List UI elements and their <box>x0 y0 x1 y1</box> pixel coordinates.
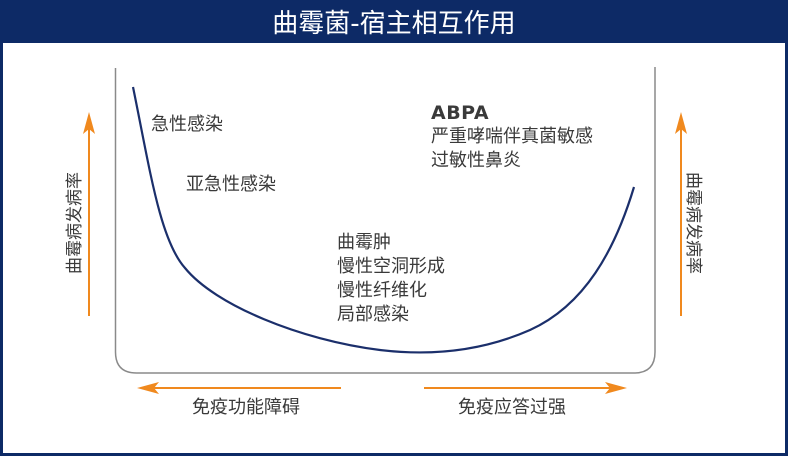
right-up-arrow-icon <box>675 112 687 316</box>
chronic-conditions-list: 曲霉肿 慢性空洞形成 慢性纤维化 局部感染 <box>337 231 445 327</box>
right-arrow-icon <box>424 382 627 394</box>
aspergilloma-label: 曲霉肿 <box>337 232 391 253</box>
right-axis-label: 曲霉病发病率 <box>683 172 703 274</box>
left-axis-label: 曲霉病发病率 <box>65 172 85 274</box>
allergic-rhinitis-label: 过敏性鼻炎 <box>431 150 521 171</box>
local-infection-label: 局部感染 <box>337 304 409 325</box>
incidence-curve <box>131 86 636 354</box>
chronic-cavitation-label: 慢性空洞形成 <box>337 256 445 277</box>
immune-deficiency-label: 免疫功能障碍 <box>192 397 300 418</box>
acute-infection-label: 急性感染 <box>151 114 223 135</box>
immune-hyperresponse-label: 免疫应答过强 <box>458 397 566 418</box>
plot-frame <box>114 67 656 374</box>
left-up-arrow-icon <box>83 112 95 316</box>
abpa-label: ABPA <box>431 102 490 124</box>
left-arrow-icon <box>137 382 341 394</box>
hypersensitivity-list: ABPA 严重哮喘伴真菌敏感 过敏性鼻炎 <box>431 101 593 173</box>
severe-asthma-label: 严重哮喘伴真菌敏感 <box>431 126 593 147</box>
chronic-fibrosis-label: 慢性纤维化 <box>337 280 427 301</box>
diagram-title: 曲霉菌-宿主相互作用 <box>0 0 788 42</box>
subacute-infection-label: 亚急性感染 <box>186 174 276 195</box>
